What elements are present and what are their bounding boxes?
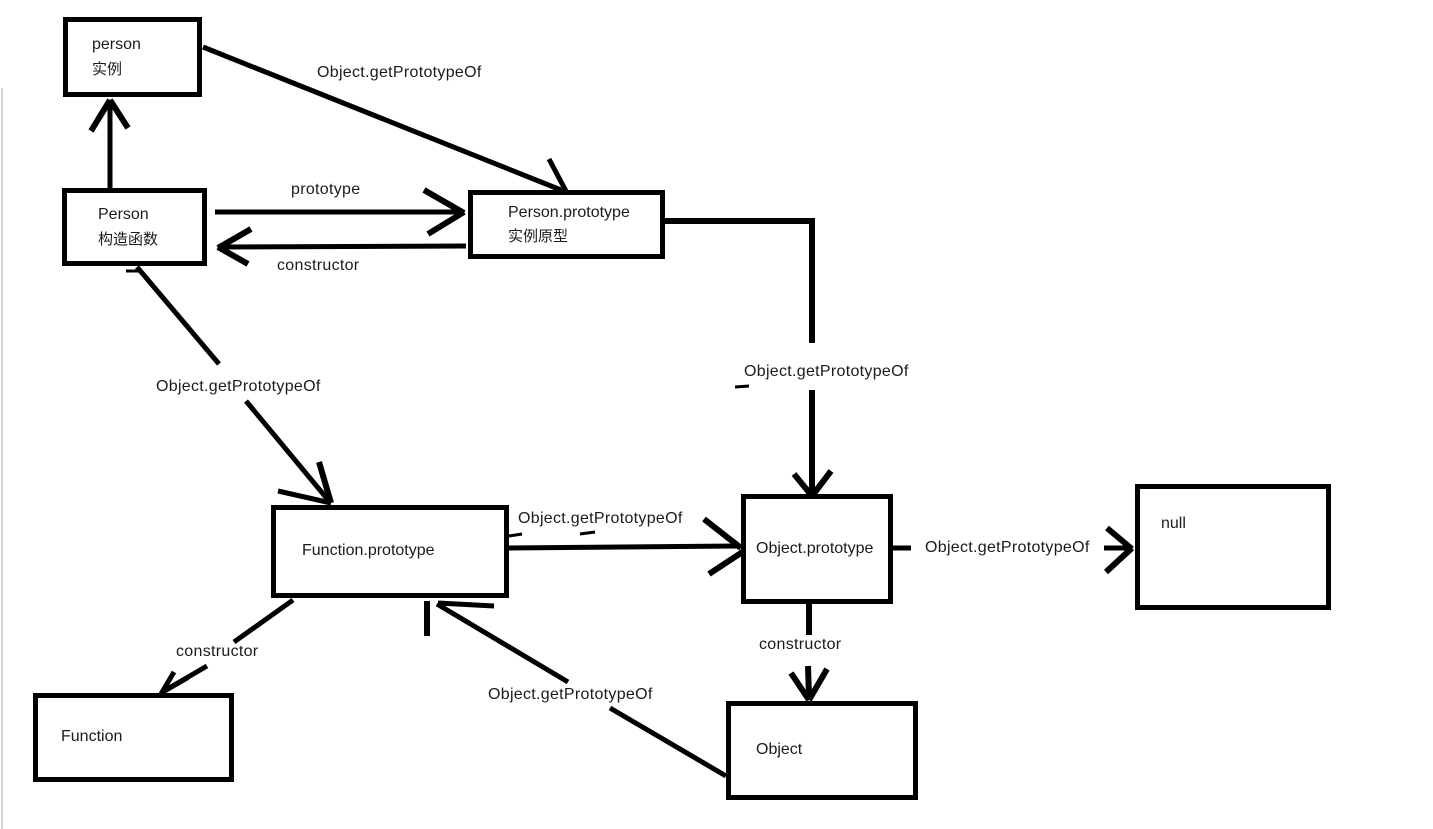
node-function-prototype: Function.prototype	[271, 505, 509, 598]
node-person-constructor-subtitle: 构造函数	[98, 231, 159, 249]
node-person-constructor: Person 构造函数	[62, 188, 207, 266]
node-function-constructor: Function	[33, 693, 234, 782]
node-function-constructor-title: Function	[61, 728, 123, 746]
arrow-constructor-person	[216, 226, 467, 267]
node-person-instance-subtitle: 实例	[92, 61, 123, 79]
arrow-person-ctor-to-person	[88, 98, 131, 189]
arrow-constructor-function	[158, 597, 295, 696]
arrow-person-prototype-to-object-prototype	[664, 218, 834, 498]
edge-label-object-prototype-to-null: Object.getPrototypeOf	[925, 539, 1090, 556]
node-null: null	[1135, 484, 1331, 610]
node-null-title: null	[1161, 515, 1186, 532]
node-person-prototype-title: Person.prototype	[508, 204, 630, 222]
arrow-function-prototype-to-object-prototype	[507, 516, 746, 577]
edge-label-person-to-person-prototype: Object.getPrototypeOf	[317, 64, 482, 81]
node-object-prototype: Object.prototype	[741, 494, 893, 604]
arrow-constructor-object	[788, 602, 830, 702]
arrow-person-to-function-prototype	[126, 265, 334, 506]
node-object-constructor: Object	[726, 701, 918, 800]
edge-label-object-to-function-prototype: Object.getPrototypeOf	[488, 686, 653, 703]
edge-label-constructor-object: constructor	[759, 636, 842, 653]
node-person-instance-title: person	[92, 35, 141, 53]
arrow-object-to-function-prototype	[424, 600, 728, 779]
edge-label-person-to-function-prototype: Object.getPrototypeOf	[156, 378, 321, 395]
node-person-prototype: Person.prototype 实例原型	[468, 190, 665, 259]
node-person-constructor-title: Person	[98, 205, 149, 223]
node-function-prototype-title: Function.prototype	[302, 542, 435, 560]
edge-label-prototype: prototype	[291, 181, 361, 198]
edge-label-person-prototype-to-object-prototype: Object.getPrototypeOf	[744, 363, 909, 380]
node-person-instance: person 实例	[63, 17, 202, 97]
edge-label-constructor-person: constructor	[277, 257, 360, 274]
node-person-prototype-subtitle: 实例原型	[508, 227, 569, 245]
edge-label-function-prototype-to-object-prototype: Object.getPrototypeOf	[518, 510, 683, 527]
arrow-prototype	[215, 187, 466, 237]
node-object-constructor-title: Object	[756, 741, 803, 759]
node-object-prototype-title: Object.prototype	[756, 539, 874, 557]
arrow-person-to-person-prototype	[202, 44, 570, 195]
arrow-object-prototype-to-null	[893, 525, 1135, 575]
edge-label-constructor-function: constructor	[176, 643, 259, 660]
